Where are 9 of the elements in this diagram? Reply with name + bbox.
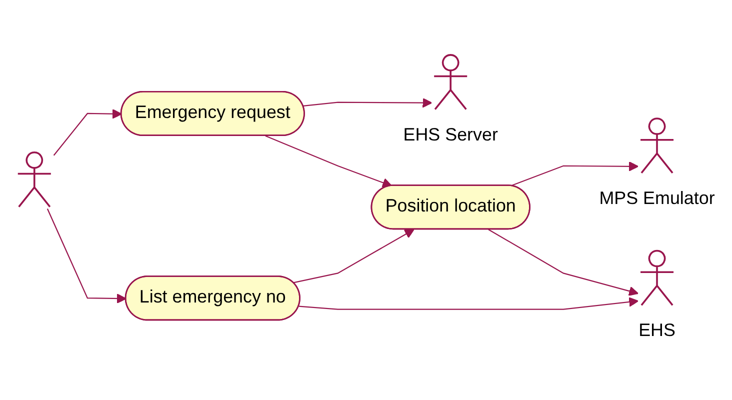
arrow — [298, 296, 639, 310]
arrow — [293, 228, 414, 284]
node-person — [16, 151, 52, 208]
arrow — [53, 108, 122, 156]
arrow — [510, 161, 639, 186]
arrow — [303, 98, 432, 108]
arrow — [265, 135, 392, 188]
arrow — [488, 228, 639, 296]
arrow — [46, 208, 127, 304]
